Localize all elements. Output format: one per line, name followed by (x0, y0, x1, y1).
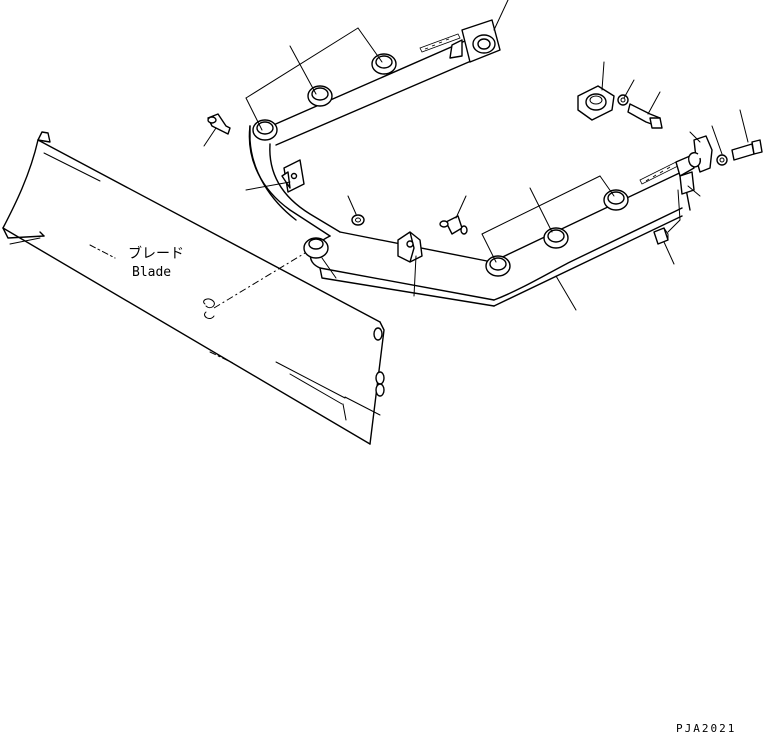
grease-fitting-part (207, 113, 468, 235)
blade-label-jp: ブレード (128, 245, 184, 262)
bracket-part (281, 159, 669, 263)
cap-part (252, 53, 629, 277)
bolt-part (577, 85, 763, 173)
frame-part (248, 19, 695, 307)
drawing-code: PJA2021 (676, 722, 736, 735)
callout-lines (203, 0, 749, 311)
blade-part: ブレード Blade (2, 131, 385, 445)
blade-label-en: Blade (132, 265, 171, 280)
washer-part (351, 94, 728, 226)
